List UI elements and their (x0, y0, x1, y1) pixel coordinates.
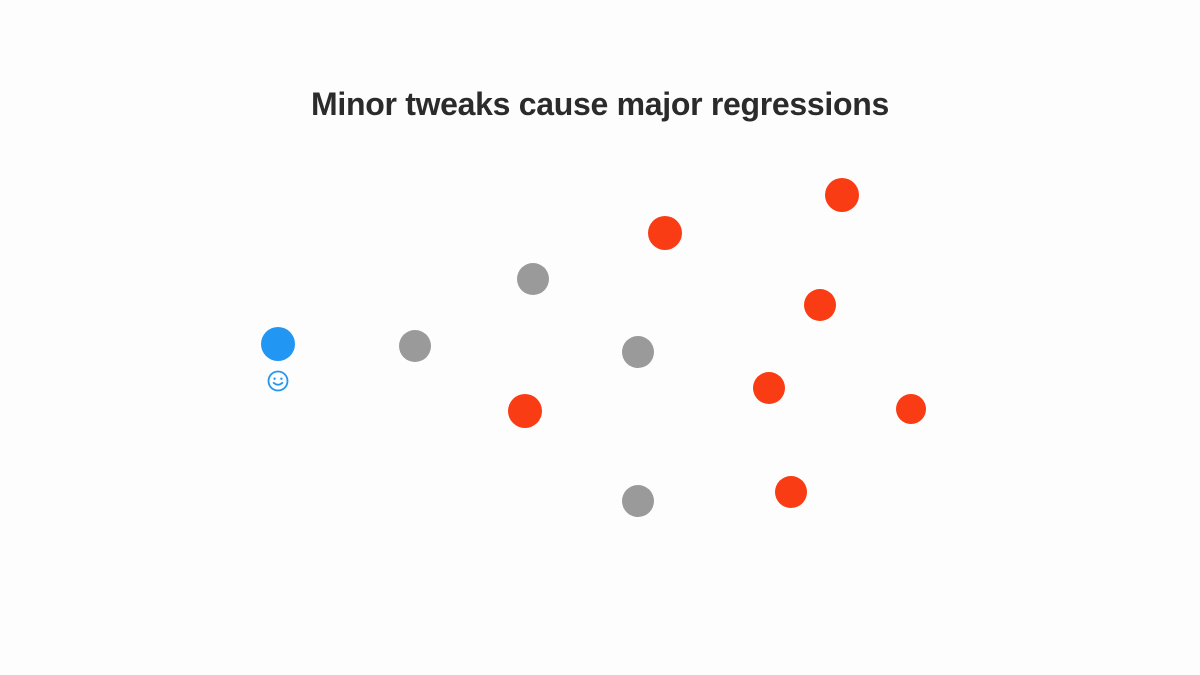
scatter-point-regression (648, 216, 682, 250)
scatter-point-regression (825, 178, 859, 212)
scatter-point-neutral (622, 485, 654, 517)
scatter-point-neutral (622, 336, 654, 368)
scatter-point-neutral (517, 263, 549, 295)
page-title: Minor tweaks cause major regressions (311, 86, 889, 122)
scatter-point-regression (896, 394, 926, 424)
scatter-point-regression (804, 289, 836, 321)
scatter-point-current (261, 327, 295, 361)
scatter-point-regression (508, 394, 542, 428)
smiley-face-icon (266, 369, 290, 393)
scatter-point-regression (753, 372, 785, 404)
scatter-point-regression (775, 476, 807, 508)
scatter-point-neutral (399, 330, 431, 362)
